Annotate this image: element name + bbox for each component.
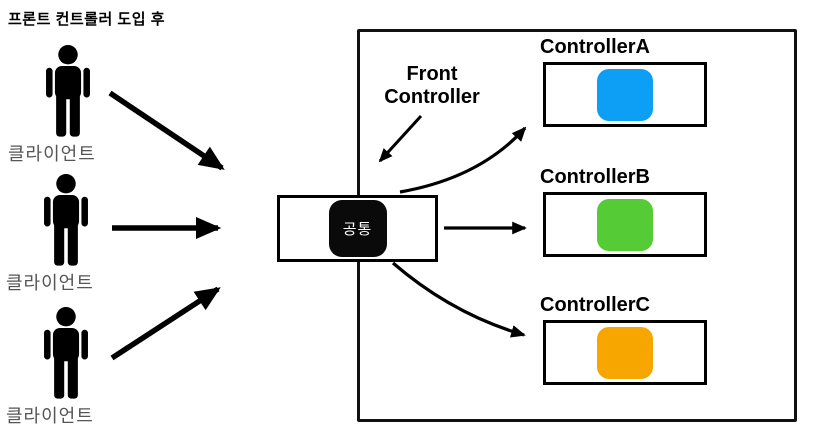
controller-box [543, 62, 707, 127]
common-logic-chip: 공통 [328, 200, 387, 257]
controller-name: ControllerB [540, 166, 650, 188]
client-label: 클라이언트 [6, 273, 94, 293]
controller-box [543, 320, 707, 385]
controller-name: ControllerC [540, 294, 650, 316]
client-label: 클라이언트 [8, 144, 96, 164]
controller-a: ControllerA [540, 36, 707, 127]
common-chip-label: 공통 [342, 221, 373, 238]
controller-color-chip [597, 198, 653, 251]
controller-name: ControllerA [540, 36, 650, 58]
controller-b: ControllerB [540, 166, 707, 257]
client-figure-2: 클라이언트 [6, 174, 126, 295]
controller-color-chip [597, 326, 653, 379]
controller-box [543, 192, 707, 257]
diagram-title: 프론트 컨트롤러 도입 후 [8, 11, 166, 28]
person-icon [44, 307, 88, 399]
controller-c: ControllerC [540, 294, 707, 385]
arrow-client3-to-common [110, 286, 221, 361]
person-icon [46, 45, 90, 137]
controller-color-chip [597, 68, 653, 121]
person-icon [44, 174, 88, 266]
client-figure-3: 클라이언트 [6, 307, 126, 428]
client-figure-1: 클라이언트 [8, 45, 128, 166]
front-controller-box: 공통 [277, 195, 438, 262]
front-controller-annotation: Front Controller [384, 63, 480, 108]
client-label: 클라이언트 [6, 406, 94, 426]
